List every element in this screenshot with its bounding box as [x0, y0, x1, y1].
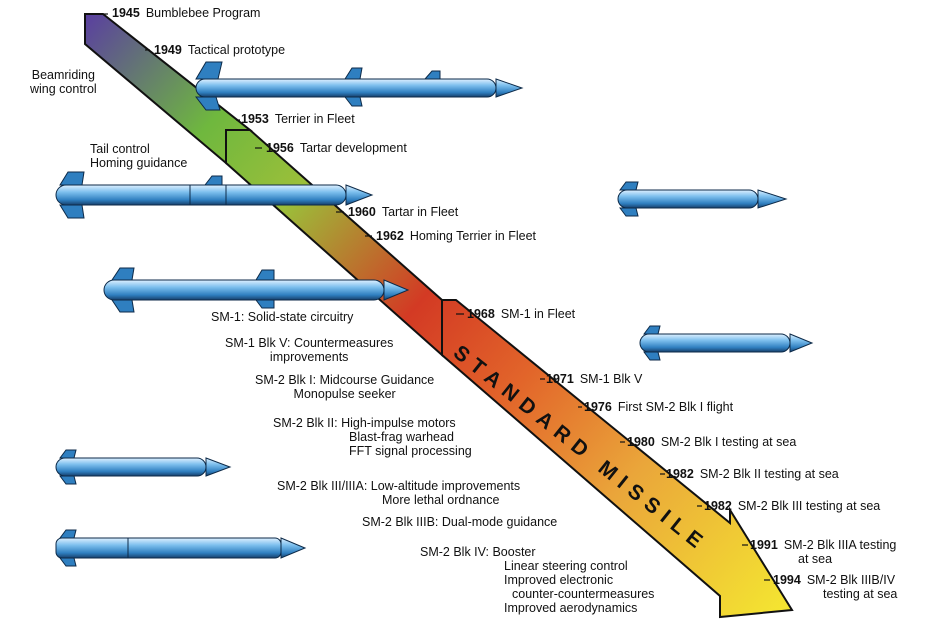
missile-icon-sm1-blk5	[639, 325, 814, 361]
missile-icon-1949	[194, 61, 524, 111]
feature-sm1: SM-1: Solid-state circuitry	[211, 310, 354, 324]
feature-sm2-blk3b: SM-2 Blk IIIB: Dual-mode guidance	[362, 515, 558, 529]
feature-sm2-blk4: SM-2 Blk IV: Booster Linear steering con…	[420, 545, 655, 615]
missile-icon-1960	[617, 181, 788, 217]
missile-icon-sm1	[103, 267, 410, 313]
feature-sm2-blk3: SM-2 Blk III/IIIA: Low-altitude improvem…	[277, 479, 521, 507]
missile-icon-1956	[55, 171, 374, 219]
feature-sm2-blk2: SM-2 Blk II: High-impulse motors Blast-f…	[273, 416, 472, 458]
missile-icon-sm2-blk4	[55, 529, 307, 567]
missile-icon-sm2-blk1	[55, 449, 232, 485]
band-segment-3	[441, 299, 794, 619]
milestone-ticks	[103, 13, 770, 581]
